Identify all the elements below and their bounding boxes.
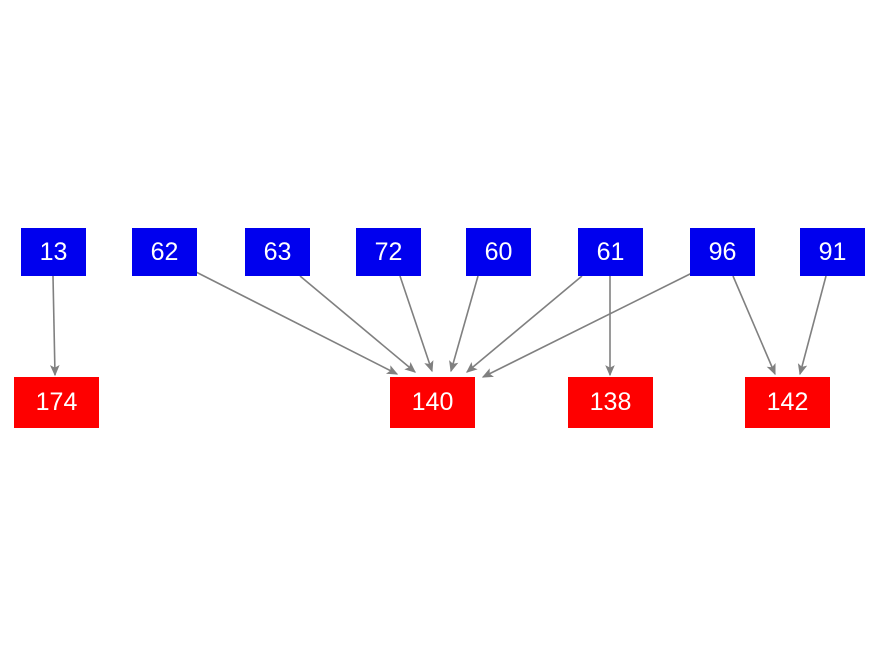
source-node-60[interactable]: 60 xyxy=(466,228,531,276)
source-node-62[interactable]: 62 xyxy=(132,228,197,276)
edge-13-to-174 xyxy=(50,275,60,377)
target-node-140[interactable]: 140 xyxy=(390,377,475,428)
source-node-13[interactable]: 13 xyxy=(21,228,86,276)
target-node-142[interactable]: 142 xyxy=(745,377,830,428)
target-node-174[interactable]: 174 xyxy=(14,377,99,428)
edges-group xyxy=(50,271,827,378)
source-node-72[interactable]: 72 xyxy=(356,228,421,276)
edge-96-to-142 xyxy=(732,275,776,376)
edge-61-to-140 xyxy=(466,275,583,373)
source-node-63[interactable]: 63 xyxy=(245,228,310,276)
source-node-91[interactable]: 91 xyxy=(800,228,865,276)
edge-72-to-140 xyxy=(399,275,434,373)
edge-62-to-140 xyxy=(195,271,399,375)
source-node-96[interactable]: 96 xyxy=(690,228,755,276)
edge-91-to-142 xyxy=(797,275,827,376)
edge-60-to-140 xyxy=(449,275,479,373)
edge-63-to-140 xyxy=(299,275,416,373)
edge-96-to-140 xyxy=(481,272,693,378)
target-node-138[interactable]: 138 xyxy=(568,377,653,428)
source-node-61[interactable]: 61 xyxy=(578,228,643,276)
